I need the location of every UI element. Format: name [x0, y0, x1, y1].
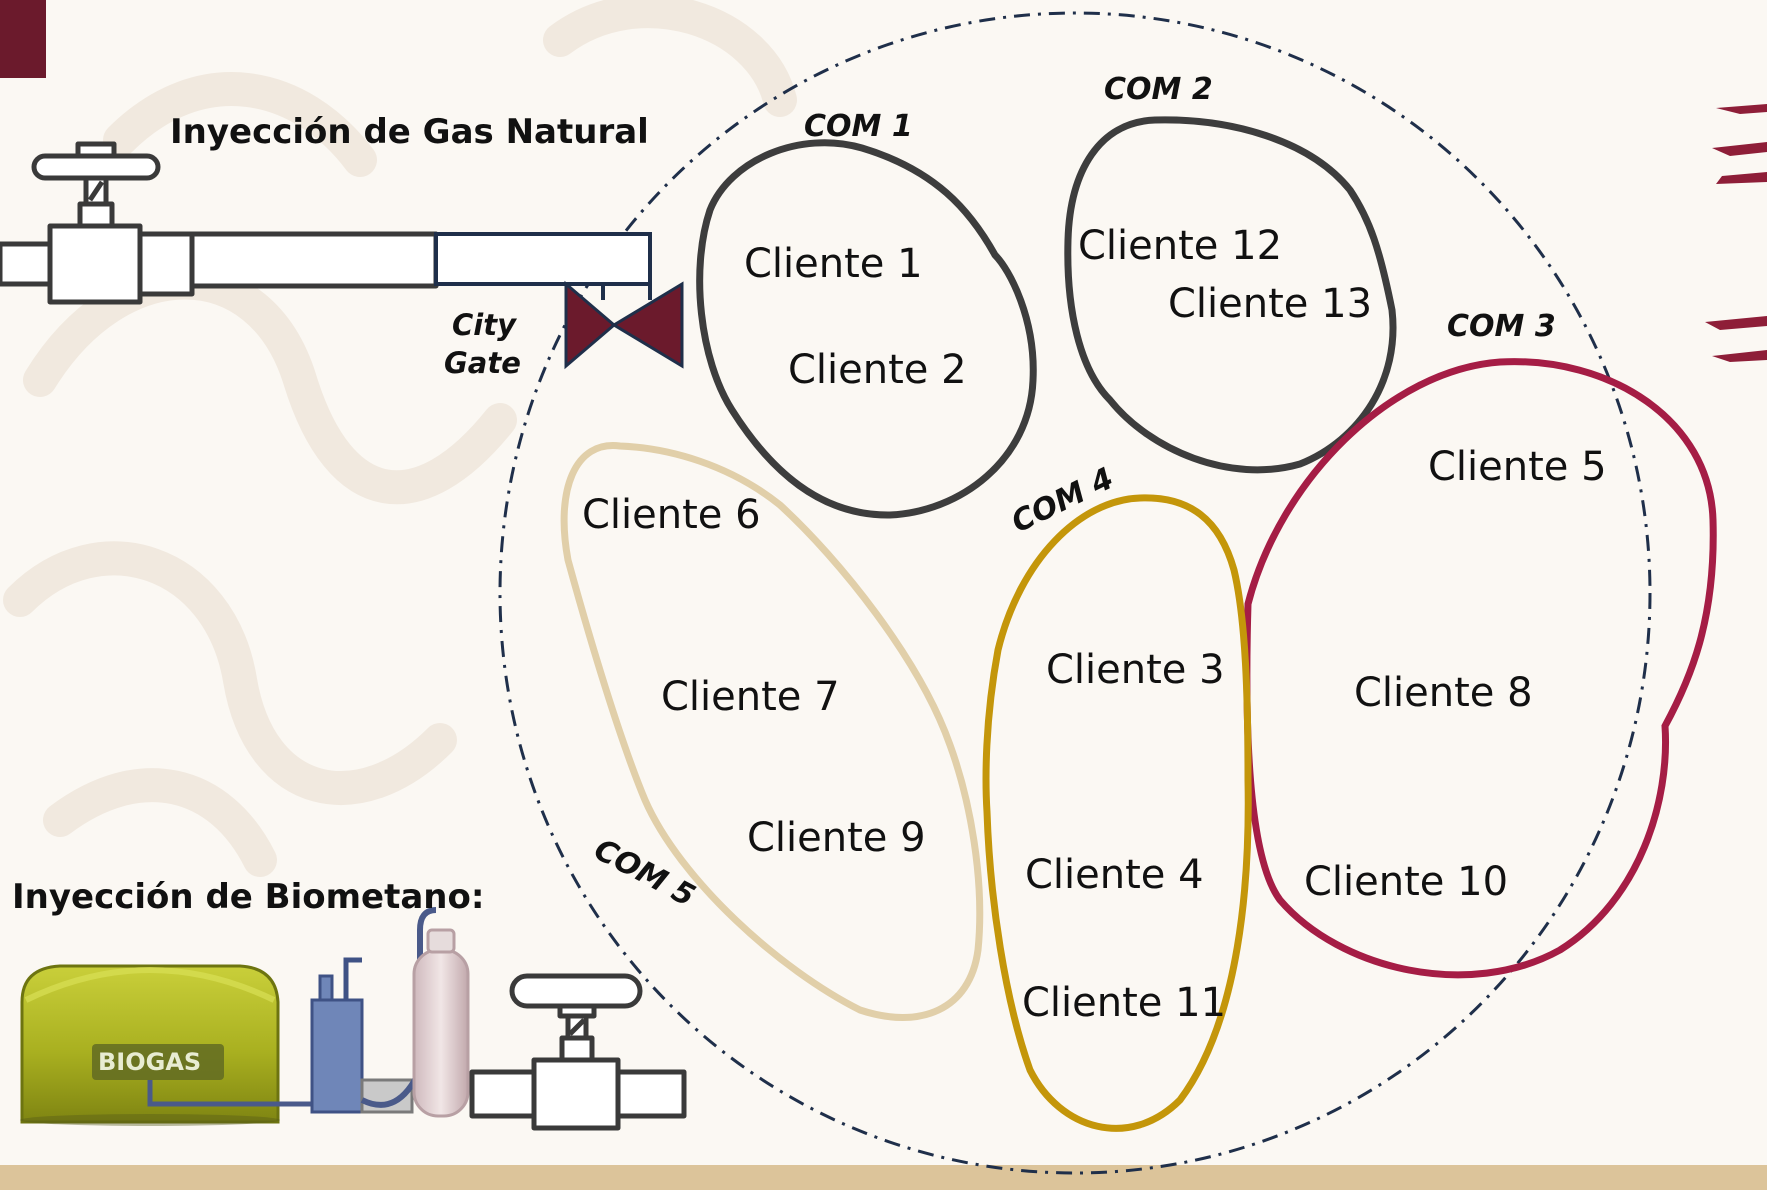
- gas-cylinder-icon: [412, 928, 470, 1118]
- client-label: Cliente 5: [1428, 444, 1607, 490]
- com5-label: COM 5: [588, 832, 700, 914]
- natural-gas-heading: Inyección de Gas Natural: [170, 112, 649, 152]
- biomethane-heading: Inyección de Biometano:: [12, 877, 484, 917]
- client-label: Cliente 8: [1354, 670, 1533, 716]
- client-label: Cliente 9: [747, 815, 926, 861]
- city-gate-pipe: [434, 232, 652, 286]
- background-pattern: [3, 0, 797, 877]
- edge-flourish: [1705, 104, 1767, 362]
- network-boundary: [498, 11, 1652, 1175]
- com4-boundary: [982, 494, 1252, 1132]
- client-label: Cliente 13: [1168, 281, 1372, 327]
- biogas-upgrader-icon: [310, 907, 437, 1114]
- city-gate-pipe-drop: [560, 234, 652, 300]
- city-gate-label-line1: City: [452, 308, 517, 342]
- biomethane-valve-icon: [469, 973, 687, 1131]
- city-gate-label-line2: Gate: [444, 346, 521, 380]
- client-label: Cliente 12: [1078, 223, 1282, 269]
- city-gate-valve-icon: [564, 280, 684, 370]
- com3-label: COM 3: [1447, 309, 1556, 344]
- com4-label: COM 4: [1006, 461, 1119, 540]
- client-label: Cliente 11: [1022, 980, 1226, 1026]
- com1-label: COM 1: [804, 109, 913, 144]
- com2-boundary: [1064, 116, 1397, 474]
- com3-boundary: [1243, 358, 1717, 979]
- client-label: Cliente 10: [1304, 859, 1508, 905]
- com2-label: COM 2: [1104, 72, 1213, 107]
- client-label: Cliente 7: [661, 674, 840, 720]
- client-label: Cliente 1: [744, 241, 923, 287]
- biogas-tank-label: BIOGAS: [98, 1048, 201, 1076]
- corner-accent: [0, 0, 46, 78]
- client-label: Cliente 3: [1046, 647, 1225, 693]
- com1-boundary: [696, 139, 1037, 519]
- client-label: Cliente 6: [582, 492, 761, 538]
- bottom-band: [0, 1165, 1767, 1190]
- client-label: Cliente 2: [788, 347, 967, 393]
- com5-boundary: [560, 442, 984, 1021]
- biogas-tank-icon: [20, 964, 343, 1126]
- client-label: Cliente 4: [1025, 852, 1204, 898]
